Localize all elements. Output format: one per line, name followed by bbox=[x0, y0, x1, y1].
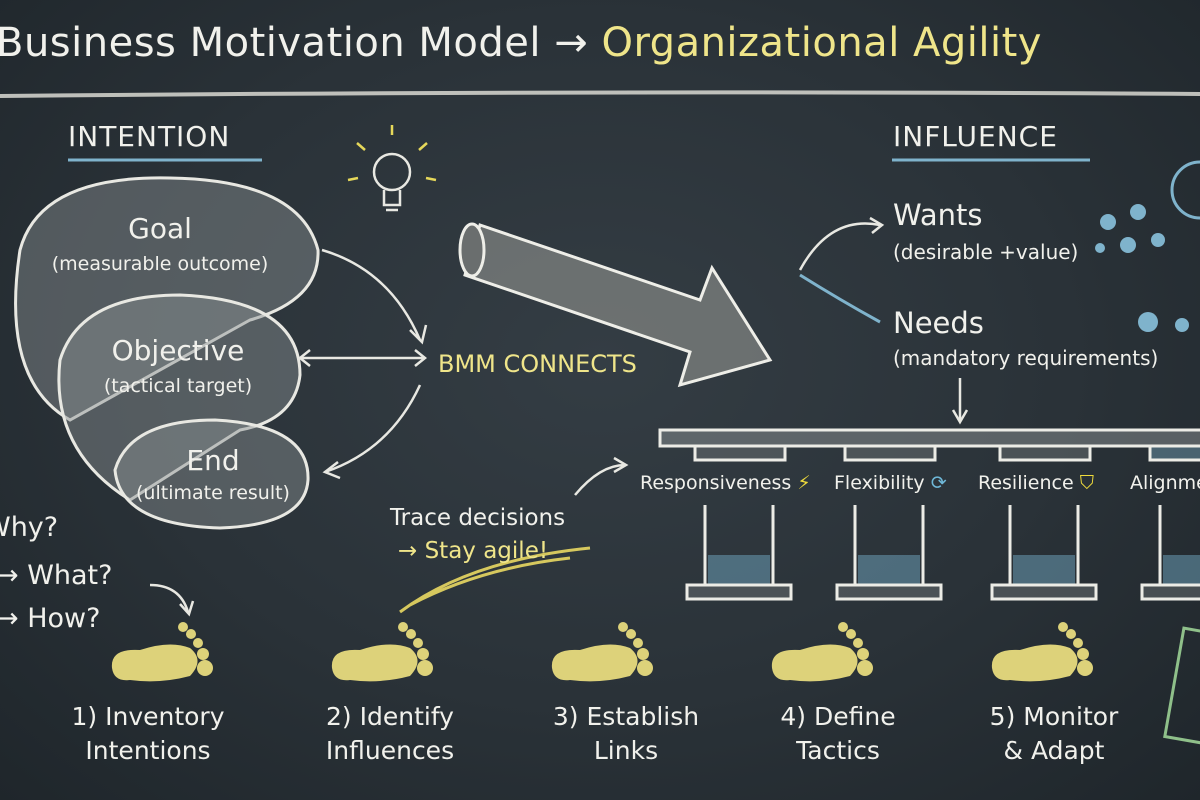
goal-shape bbox=[14, 176, 320, 422]
pillar-alignment: Alignment bbox=[1130, 472, 1200, 494]
bmm-connects-label: BMM CONNECTS bbox=[438, 350, 637, 378]
pillar-column bbox=[835, 505, 943, 601]
end-desc: (ultimate result) bbox=[136, 482, 290, 504]
footprint-icon bbox=[111, 622, 213, 682]
footprints bbox=[111, 622, 1093, 682]
question-what: → What? bbox=[0, 560, 113, 591]
pillar-resilience: Resilience ⛉ bbox=[978, 472, 1094, 494]
end-label: End bbox=[186, 444, 240, 477]
question-why: Why? bbox=[0, 512, 59, 543]
page-title: Business Motivation Model → Organization… bbox=[0, 20, 1042, 66]
swoosh bbox=[399, 546, 591, 614]
big-arrow-icon bbox=[458, 222, 773, 388]
pillar-column bbox=[685, 505, 793, 601]
what-arrow bbox=[149, 583, 190, 613]
pillar-flexibility: Flexibility ⟳ bbox=[834, 472, 947, 494]
lightning-icon: ⚡ bbox=[797, 472, 811, 494]
wants-arrow bbox=[798, 222, 881, 271]
title-underline bbox=[0, 90, 1200, 98]
clock-icon bbox=[1170, 160, 1200, 220]
agility-structure bbox=[658, 428, 1200, 462]
step-5: 5) Monitor& Adapt bbox=[989, 702, 1119, 765]
objective-desc: (tactical target) bbox=[103, 375, 253, 397]
shield-icon: ⛉ bbox=[1079, 472, 1094, 494]
influence-heading: INFLUENCE bbox=[893, 120, 1058, 153]
agile-note: → Stay agile! bbox=[398, 538, 549, 564]
refresh-icon: ⟳ bbox=[930, 472, 947, 494]
goal-desc: (measurable outcome) bbox=[51, 253, 269, 275]
connect-arrows bbox=[149, 216, 969, 617]
wants-label: Wants bbox=[893, 198, 983, 232]
footprint-icon bbox=[991, 622, 1093, 682]
goal-label: Goal bbox=[128, 212, 192, 245]
question-how: → How? bbox=[0, 603, 101, 634]
pillar-column bbox=[1140, 505, 1200, 601]
footprint-icon bbox=[551, 622, 653, 682]
footprint-icon bbox=[771, 622, 873, 682]
intention-shapes bbox=[14, 176, 320, 530]
objective-shape bbox=[57, 293, 302, 502]
pillar-responsiveness: Responsiveness ⚡ bbox=[640, 472, 811, 494]
end-shape bbox=[113, 418, 310, 530]
objective-label: Objective bbox=[111, 334, 245, 367]
needs-desc: (mandatory requirements) bbox=[893, 346, 1159, 370]
pillars bbox=[685, 505, 1200, 601]
end-arrow bbox=[324, 384, 422, 474]
footprint-icon bbox=[331, 622, 433, 682]
needs-label: Needs bbox=[893, 306, 984, 340]
trace-note: Trace decisions bbox=[390, 505, 566, 531]
clipboard-icon bbox=[1163, 626, 1200, 746]
goal-arrow bbox=[321, 248, 422, 341]
lightbulb-icon bbox=[347, 125, 437, 212]
wants-desc: (desirable +value) bbox=[893, 240, 1079, 264]
trace-arrow bbox=[574, 463, 626, 496]
pillar-column bbox=[990, 505, 1098, 601]
needs-arrow bbox=[799, 273, 881, 324]
intention-heading: INTENTION bbox=[68, 120, 231, 153]
decor-dots bbox=[1095, 204, 1189, 332]
roof-beam bbox=[658, 428, 1200, 448]
